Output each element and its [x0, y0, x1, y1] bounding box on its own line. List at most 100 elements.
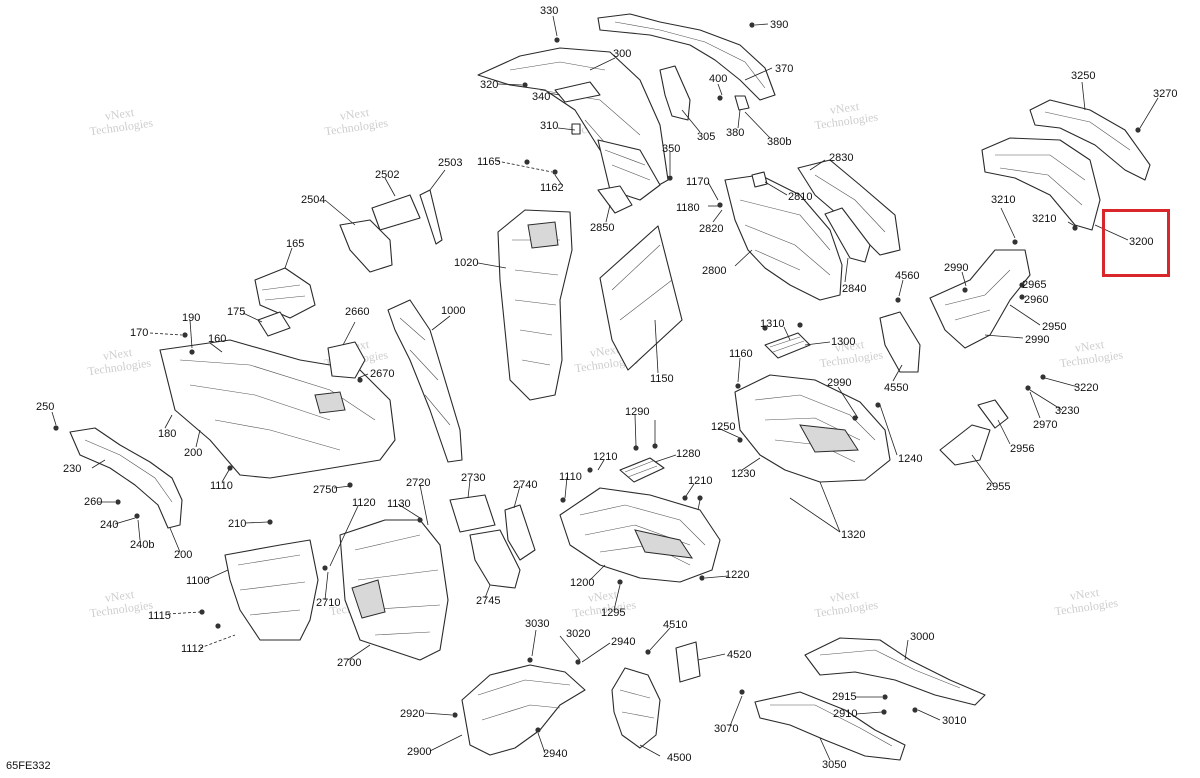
watermark: vNext Technologies: [87, 345, 152, 378]
watermark-line-1: vNext: [104, 587, 136, 605]
fastener-dot: [762, 325, 768, 331]
part-2900-cowl: [461, 664, 586, 756]
watermark-line-2: Technologies: [324, 115, 389, 138]
fasteners: [53, 22, 1141, 733]
fastener-dot: [1135, 127, 1141, 133]
watermark-line-2: Technologies: [89, 597, 154, 620]
fastener-dot: [699, 575, 705, 581]
callout-1320: 1320: [841, 529, 865, 541]
callout-1112: 1112: [181, 643, 204, 655]
callout-2730: 2730: [461, 472, 485, 484]
callout-400: 400: [709, 73, 727, 85]
fastener-dot: [182, 332, 188, 338]
callout-370: 370: [775, 63, 793, 75]
part-1300-floor-frame: [734, 374, 891, 483]
watermarks: vNext Technologies vNext Technologies vN…: [87, 99, 1124, 620]
part-4550-bracket: [879, 311, 921, 373]
watermark-line-2: Technologies: [1054, 595, 1119, 618]
callout-1300: 1300: [831, 336, 855, 348]
callout-380: 380: [726, 127, 744, 139]
callout-4510: 4510: [663, 619, 687, 631]
callout-1162: 1162: [540, 182, 564, 194]
fastener-dot: [357, 377, 363, 383]
part-2745-panel: [469, 529, 521, 589]
part-2502-pad: [371, 194, 421, 231]
callouts: 330 390 300 370 320 340 400 305 380 380b…: [36, 5, 1177, 771]
callout-1295: 1295: [601, 607, 625, 619]
callout-1310: 1310: [760, 318, 784, 330]
callout-3000: 3000: [910, 631, 934, 643]
callout-2990c: 2990: [827, 377, 851, 389]
callout-1180: 1180: [676, 202, 700, 214]
fastener-dot: [962, 287, 968, 293]
callout-1220: 1220: [725, 569, 749, 581]
part-2700-liner: [339, 519, 449, 661]
callout-4520: 4520: [727, 649, 751, 661]
callout-310: 310: [540, 120, 558, 132]
part-2830-deflector: [797, 159, 901, 256]
callout-2670: 2670: [370, 368, 394, 380]
callout-2990: 2990: [944, 262, 968, 274]
part-2956-bracket: [977, 399, 1009, 429]
fastener-dot: [215, 623, 221, 629]
callout-250: 250: [36, 401, 54, 413]
part-1200-floor-panel: [559, 487, 721, 583]
part-230-handle: [69, 427, 183, 529]
callout-1200: 1200: [570, 577, 594, 589]
watermark-line-1: vNext: [339, 105, 371, 123]
fastener-dot: [912, 707, 918, 713]
watermark-line-1: vNext: [587, 587, 619, 605]
part-2850-bracket: [597, 185, 633, 214]
callout-1020: 1020: [454, 257, 478, 269]
watermark: vNext Technologies: [89, 587, 154, 620]
callout-2502: 2502: [375, 169, 399, 181]
callout-3230: 3230: [1055, 405, 1079, 417]
watermark-line-2: Technologies: [89, 115, 154, 138]
callout-2745: 2745: [476, 595, 500, 607]
fastener-dot: [667, 175, 673, 181]
callout-230: 230: [63, 463, 81, 475]
fastener-dot: [875, 402, 881, 408]
callout-1210: 1210: [593, 451, 617, 463]
part-2800-side-shield: [724, 174, 843, 301]
part-2950-rear-bracket: [929, 249, 1031, 349]
callout-305: 305: [697, 131, 715, 143]
fastener-dot: [560, 497, 566, 503]
callout-2960: 2960: [1024, 294, 1048, 306]
callout-1170: 1170: [686, 176, 710, 188]
callout-2750: 2750: [313, 484, 337, 496]
fastener-dot: [322, 565, 328, 571]
fastener-dot: [682, 495, 688, 501]
part-2504-cover: [339, 219, 393, 273]
callout-2700: 2700: [337, 657, 361, 669]
callout-3200: 3200: [1129, 236, 1153, 248]
callout-300: 300: [613, 48, 631, 60]
part-1020-side-panel: [497, 209, 573, 401]
fastener-dot: [527, 657, 533, 663]
part-1150-panel: [599, 225, 683, 371]
callout-200b: 200: [174, 549, 192, 561]
callout-2660: 2660: [345, 306, 369, 318]
part-380-clip: [734, 95, 750, 111]
fastener-dot: [749, 22, 755, 28]
callout-200: 200: [184, 447, 202, 459]
fastener-dot: [587, 467, 593, 473]
callout-2910: 2910: [833, 708, 857, 720]
callout-1100: 1100: [186, 575, 210, 587]
fastener-dot: [882, 694, 888, 700]
fastener-dot: [189, 349, 195, 355]
callout-160: 160: [208, 333, 226, 345]
fastener-dot: [735, 383, 741, 389]
watermark-line-2: Technologies: [1059, 347, 1124, 370]
callout-1165: 1165: [477, 156, 501, 168]
callout-1160: 1160: [729, 348, 753, 360]
callout-1210b: 1210: [688, 475, 712, 487]
fastener-dot: [452, 712, 458, 718]
fastener-dot: [617, 579, 623, 585]
callout-3070: 3070: [714, 723, 738, 735]
callout-4560: 4560: [895, 270, 919, 282]
callout-240: 240: [100, 519, 118, 531]
part-3050-lower-rail: [754, 691, 906, 761]
part-370-bumper-bar: [597, 13, 776, 101]
fastener-dot: [575, 659, 581, 665]
